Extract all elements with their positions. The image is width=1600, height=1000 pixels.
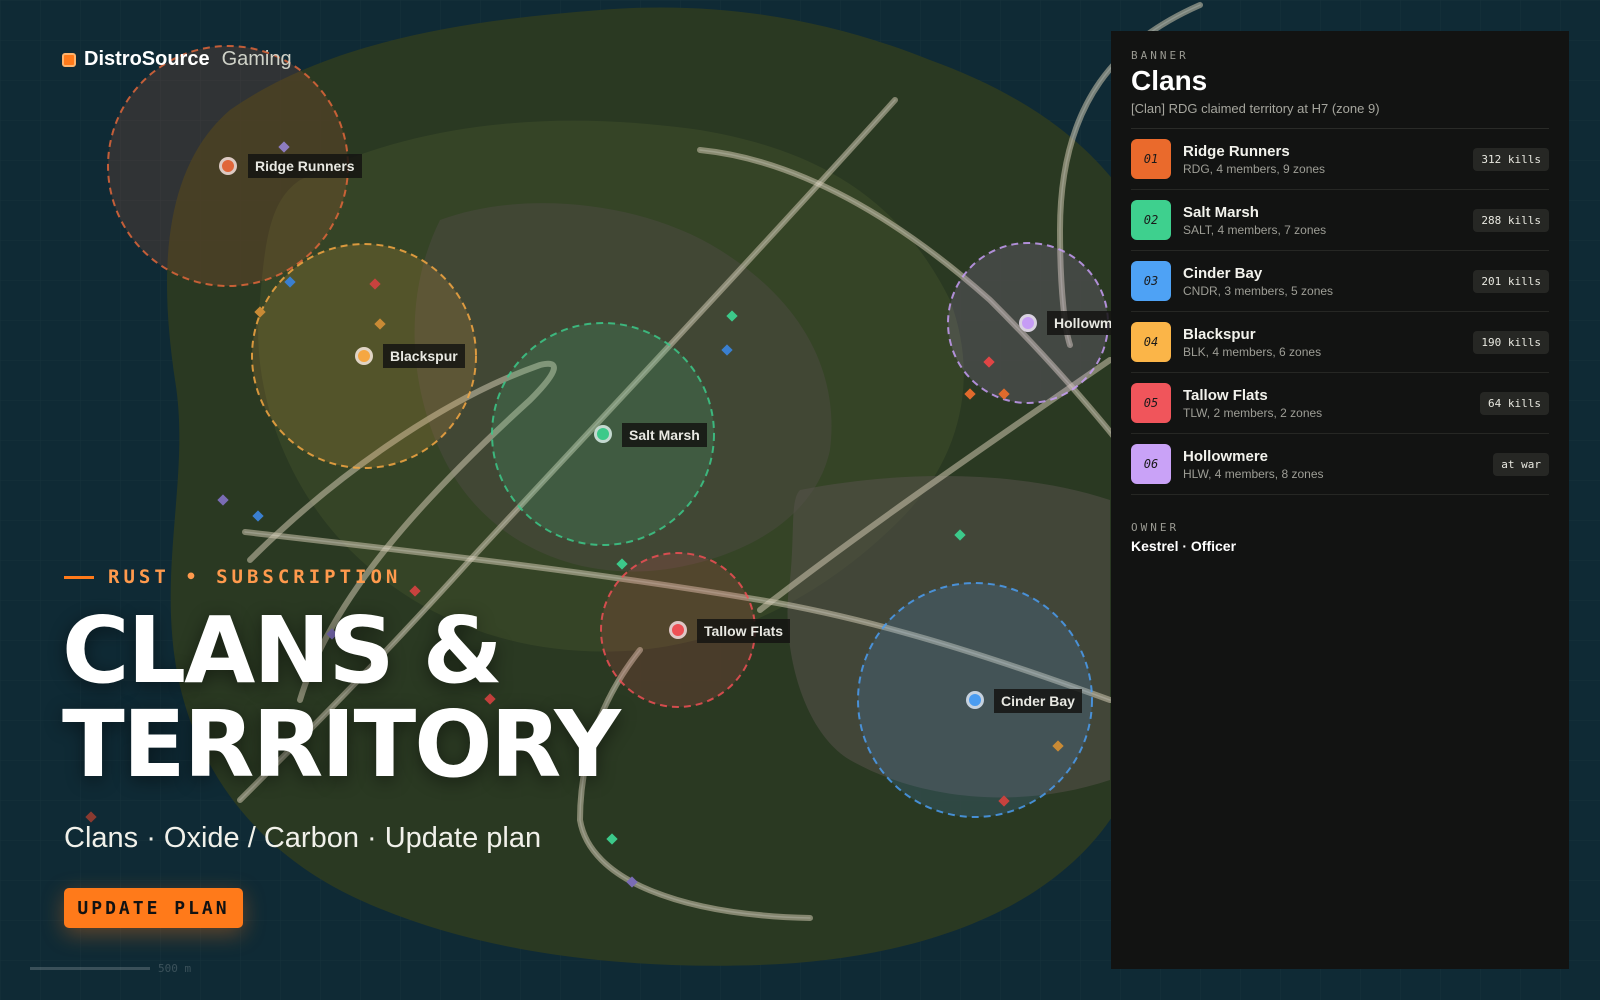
zone-label[interactable]: Blackspur xyxy=(383,344,465,368)
kicker-dash xyxy=(64,575,94,579)
zone-label[interactable]: Cinder Bay xyxy=(994,689,1082,713)
scale-bar xyxy=(30,967,150,970)
clan-meta: SALT, 4 members, 7 zones xyxy=(1183,222,1327,237)
resource-markers xyxy=(85,141,1064,888)
clan-stat-badge: 190 kills xyxy=(1473,330,1549,354)
clan-name: Blackspur xyxy=(1183,325,1256,343)
plateau xyxy=(787,476,1110,798)
resource-marker xyxy=(254,306,266,318)
rocky-ground xyxy=(414,203,832,572)
resource-marker xyxy=(217,494,229,506)
clan-stat-badge: at war xyxy=(1493,452,1549,476)
hero-subtitle: Clans · Oxide / Carbon · Update plan xyxy=(64,822,542,854)
clan-meta: RDG, 4 members, 9 zones xyxy=(1183,161,1326,176)
resource-marker xyxy=(954,529,966,541)
panel-eyebrow: BANNER xyxy=(1131,49,1189,62)
brand-logo-icon xyxy=(62,52,76,67)
clan-meta: CNDR, 3 members, 5 zones xyxy=(1183,283,1334,298)
clan-rank-badge: 05 xyxy=(1131,383,1171,423)
clan-name: Ridge Runners xyxy=(1183,142,1290,160)
zone-marker-icon[interactable] xyxy=(219,157,237,175)
clan-rank-badge: 06 xyxy=(1131,444,1171,484)
owner-value: Kestrel · Officer xyxy=(1131,538,1237,554)
resource-marker xyxy=(409,585,421,597)
resource-marker xyxy=(726,310,738,322)
owner-eyebrow: OWNER xyxy=(1131,521,1180,534)
clan-rank-badge: 01 xyxy=(1131,139,1171,179)
clan-rank-badge: 04 xyxy=(1131,322,1171,362)
resource-marker xyxy=(964,388,976,400)
clan-meta: BLK, 4 members, 6 zones xyxy=(1183,344,1322,359)
hero-title-line1: CLANS & xyxy=(62,597,503,704)
update-plan-button[interactable]: UPDATE PLAN xyxy=(64,888,243,928)
zone-marker-icon[interactable] xyxy=(355,347,373,365)
zone-marker-icon[interactable] xyxy=(1019,314,1037,332)
resource-marker xyxy=(252,510,264,522)
clan-name: Tallow Flats xyxy=(1183,386,1268,404)
resource-marker xyxy=(278,141,290,153)
clan-stat-badge: 288 kills xyxy=(1473,208,1549,232)
resource-marker xyxy=(374,318,386,330)
map-scale: 500 m xyxy=(30,962,191,975)
clan-name: Cinder Bay xyxy=(1183,264,1263,282)
zone-label[interactable]: Tallow Flats xyxy=(697,619,791,643)
zone-marker-icon[interactable] xyxy=(594,425,612,443)
resource-marker xyxy=(998,388,1010,400)
clan-rank-badge: 03 xyxy=(1131,261,1171,301)
clan-stat-badge: 201 kills xyxy=(1473,269,1549,293)
hero-title-line2: TERRITORY xyxy=(62,691,621,798)
clan-meta: HLW, 4 members, 8 zones xyxy=(1183,466,1324,481)
panel-status: [Clan] RDG claimed territory at H7 (zone… xyxy=(1131,101,1549,129)
zone-label[interactable]: Salt Marsh xyxy=(622,423,707,447)
kicker-text: RUST • SUBSCRIPTION xyxy=(108,566,402,588)
resource-marker xyxy=(1052,740,1064,752)
zone-marker-icon[interactable] xyxy=(966,691,984,709)
resource-marker xyxy=(721,344,733,356)
brand[interactable]: DistroSource Gaming xyxy=(62,48,292,71)
clan-meta: TLW, 2 members, 2 zones xyxy=(1183,405,1323,420)
brand-name: DistroSource xyxy=(84,48,210,70)
resource-marker xyxy=(983,356,995,368)
hero-kicker: RUST • SUBSCRIPTION xyxy=(64,566,401,588)
zone-label[interactable]: Ridge Runners xyxy=(248,154,362,178)
clan-stat-badge: 64 kills xyxy=(1480,391,1549,415)
clan-name: Hollowmere xyxy=(1183,447,1269,465)
resource-marker xyxy=(284,276,296,288)
resource-marker xyxy=(369,278,381,290)
panel-title: Clans xyxy=(1131,65,1208,96)
resource-marker xyxy=(626,876,638,888)
clan-stat-badge: 312 kills xyxy=(1473,147,1549,171)
resource-marker xyxy=(326,628,338,640)
resource-marker xyxy=(616,558,628,570)
resource-marker xyxy=(606,833,618,845)
zone-marker-icon[interactable] xyxy=(669,621,687,639)
clan-rank-badge: 02 xyxy=(1131,200,1171,240)
clans-panel: BANNER Clans [Clan] RDG claimed territor… xyxy=(1111,31,1569,969)
scale-label: 500 m xyxy=(158,962,192,975)
resource-marker xyxy=(484,693,496,705)
brand-sub: Gaming xyxy=(221,48,292,70)
hero-title: CLANS & TERRITORY xyxy=(62,597,621,798)
resource-marker xyxy=(998,795,1010,807)
clan-name: Salt Marsh xyxy=(1183,203,1259,221)
